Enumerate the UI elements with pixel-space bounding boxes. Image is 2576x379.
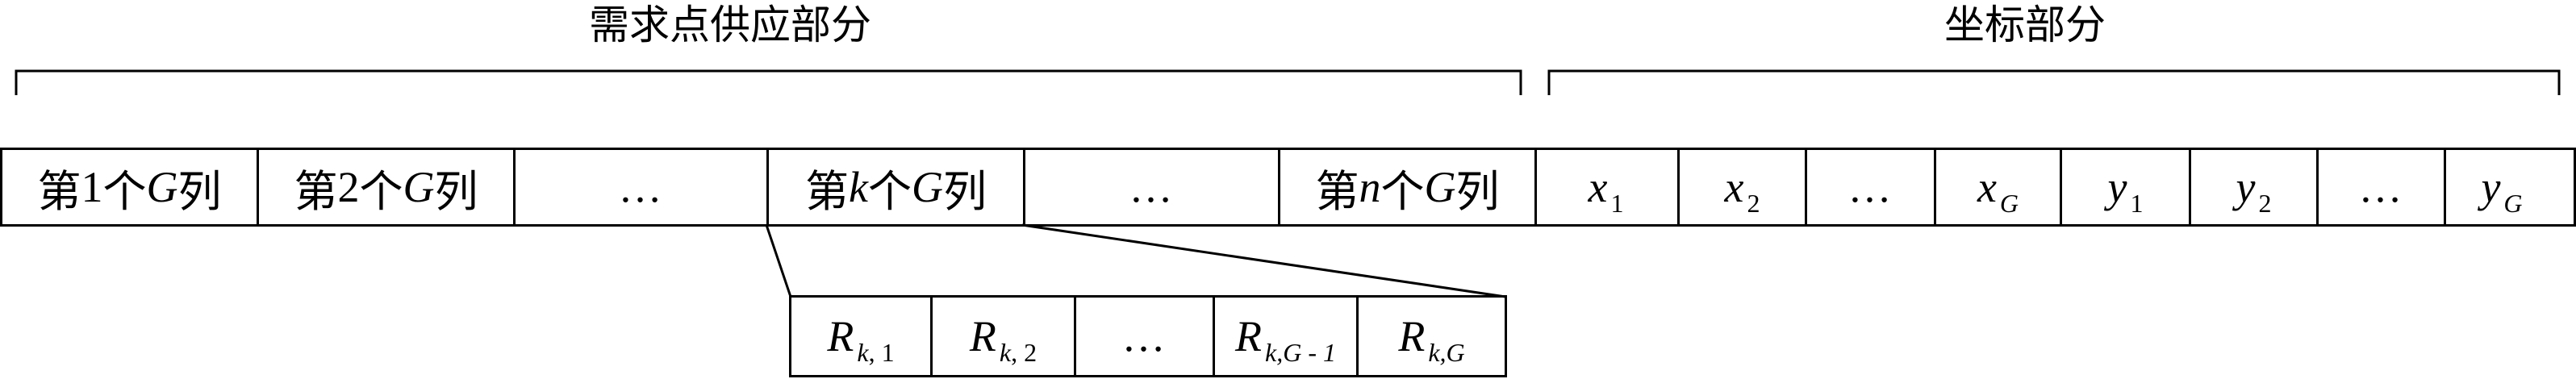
ellipsis-cell: … bbox=[1025, 150, 1280, 224]
ellipsis-cell: … bbox=[1807, 150, 1936, 224]
ellipsis-cell: … bbox=[1076, 298, 1215, 375]
coords-bracket bbox=[1547, 69, 2561, 95]
coords-section-title: 坐标部分 bbox=[1944, 2, 2106, 48]
zoom-line-left bbox=[765, 224, 792, 298]
demand-section-title: 需求点供应部分 bbox=[589, 2, 871, 48]
ellipsis-cell: … bbox=[516, 150, 769, 224]
zoom-line-right bbox=[1021, 223, 1506, 298]
ellipsis-cell: … bbox=[2319, 150, 2446, 224]
demand-bracket bbox=[15, 69, 1522, 95]
